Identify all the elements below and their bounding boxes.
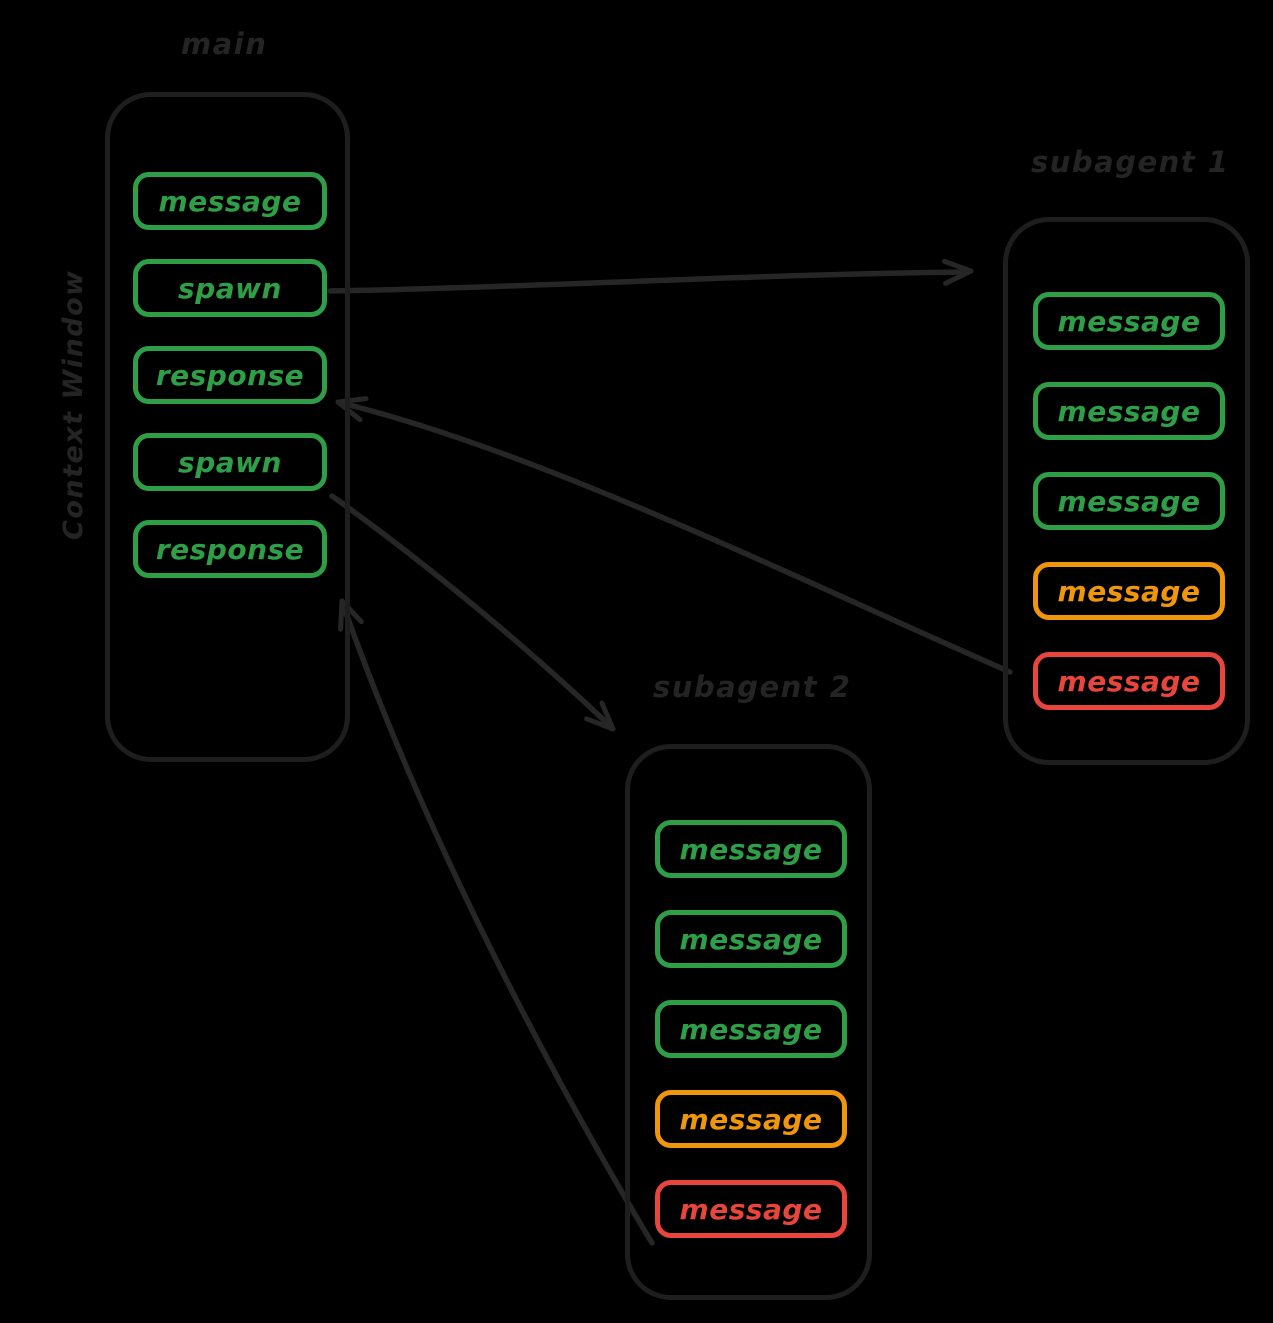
message-item[interactable]: spawn [133,259,327,317]
agent-container-main [105,92,350,762]
message-list-main: message spawn response spawn response [133,172,327,578]
message-item[interactable]: response [133,346,327,404]
arrow-subagent1-to-response1 [335,391,1013,675]
message-item[interactable]: message [655,820,847,878]
message-item[interactable]: message [133,172,327,230]
subagent-2-label: subagent 2 [653,670,852,704]
arrow-subagent2-to-response2 [332,597,655,1246]
context-window-label: Context Window [58,269,89,540]
message-item[interactable]: message [655,1000,847,1058]
message-item[interactable]: response [133,520,327,578]
main-label: main [181,27,268,61]
message-list-subagent-1: message message message message message [1033,292,1225,710]
message-item[interactable]: message [655,1180,847,1238]
message-item[interactable]: message [1033,562,1225,620]
message-item[interactable]: message [1033,382,1225,440]
subagent-1-label: subagent 1 [1031,145,1230,179]
message-item[interactable]: message [1033,472,1225,530]
message-list-subagent-2: message message message message message [655,820,847,1238]
arrow-spawn1-to-subagent1 [327,260,972,294]
message-item[interactable]: message [1033,292,1225,350]
message-item[interactable]: message [655,910,847,968]
message-item[interactable]: message [1033,652,1225,710]
message-item[interactable]: message [655,1090,847,1148]
message-item[interactable]: spawn [133,433,327,491]
agent-container-subagent-1 [1003,217,1250,765]
agent-container-subagent-2 [625,744,872,1300]
arrow-spawn2-to-subagent2 [329,493,621,737]
